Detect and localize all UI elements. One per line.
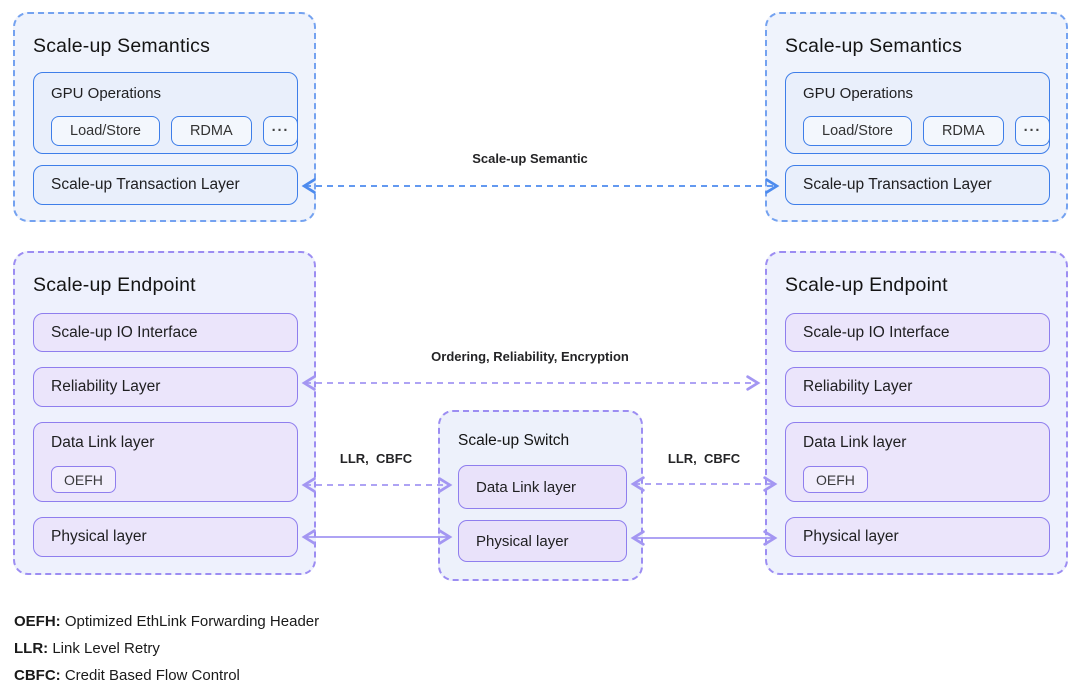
gpu-operations-label: GPU Operations [803,85,914,102]
legend-line-cbfc: CBFC: Credit Based Flow Control [14,662,319,689]
switch-physical-layer: Physical layer [458,520,627,562]
physical-layer: Physical layer [33,517,298,557]
reliability-layer: Reliability Layer [785,367,1050,407]
io-interface-layer: Scale-up IO Interface [33,313,298,352]
ellipsis-chip: ··· [1014,116,1051,146]
endpoint-title: Scale-up Endpoint [785,274,948,296]
ellipsis-chip: ··· [262,116,299,146]
rdma-chip: RDMA [170,116,252,146]
transaction-layer-box: Scale-up Transaction Layer [33,165,298,205]
datalink-layer: Data Link layer OEFH [785,422,1050,502]
gpu-operations-box: GPU Operations Load/Store RDMA ··· [785,72,1051,154]
datalink-layer-label: Data Link layer [803,434,907,451]
legend-key: OEFH: [14,613,61,630]
legend-key: LLR: [14,640,49,657]
semantics-title: Scale-up Semantics [33,35,211,57]
gpu-ops-chip-row: Load/Store RDMA ··· [51,116,299,146]
ordering-arrow-label: Ordering, Reliability, Encryption [431,349,629,364]
gpu-operations-box: GPU Operations Load/Store RDMA ··· [33,72,299,154]
reliability-layer: Reliability Layer [33,367,298,407]
legend-text: Link Level Retry [48,640,160,657]
oefh-chip: OEFH [803,466,868,493]
physical-layer: Physical layer [785,517,1050,557]
gpu-ops-chip-row: Load/Store RDMA ··· [803,116,1051,146]
endpoint-box-right: Scale-up Endpoint Scale-up IO Interface … [765,251,1068,575]
endpoint-box-left: Scale-up Endpoint Scale-up IO Interface … [13,251,316,575]
semantics-box-left: Scale-up Semantics GPU Operations Load/S… [13,12,316,222]
gpu-operations-label: GPU Operations [51,85,162,102]
endpoint-title: Scale-up Endpoint [33,274,196,296]
switch-datalink-layer: Data Link layer [458,465,627,509]
legend-key: CBFC: [14,667,61,684]
io-interface-layer: Scale-up IO Interface [785,313,1050,352]
oefh-chip: OEFH [51,466,116,493]
semantic-arrow-label: Scale-up Semantic [472,151,588,166]
rdma-chip: RDMA [922,116,1004,146]
semantics-title: Scale-up Semantics [785,35,963,57]
legend: OEFH: Optimized EthLink Forwarding Heade… [14,608,319,689]
llr-cbfc-label-left: LLR, CBFC [339,451,413,466]
legend-line-llr: LLR: Link Level Retry [14,635,319,662]
load-store-chip: Load/Store [51,116,160,146]
switch-box: Scale-up Switch Data Link layer Physical… [438,410,643,581]
datalink-layer-label: Data Link layer [51,434,155,451]
datalink-layer: Data Link layer OEFH [33,422,298,502]
legend-line-oefh: OEFH: Optimized EthLink Forwarding Heade… [14,608,319,635]
semantics-box-right: Scale-up Semantics GPU Operations Load/S… [765,12,1068,222]
transaction-layer-box: Scale-up Transaction Layer [785,165,1050,205]
llr-cbfc-label-right: LLR, CBFC [667,451,741,466]
switch-title: Scale-up Switch [458,432,570,449]
legend-text: Credit Based Flow Control [60,667,240,684]
load-store-chip: Load/Store [803,116,912,146]
legend-text: Optimized EthLink Forwarding Header [60,613,320,630]
